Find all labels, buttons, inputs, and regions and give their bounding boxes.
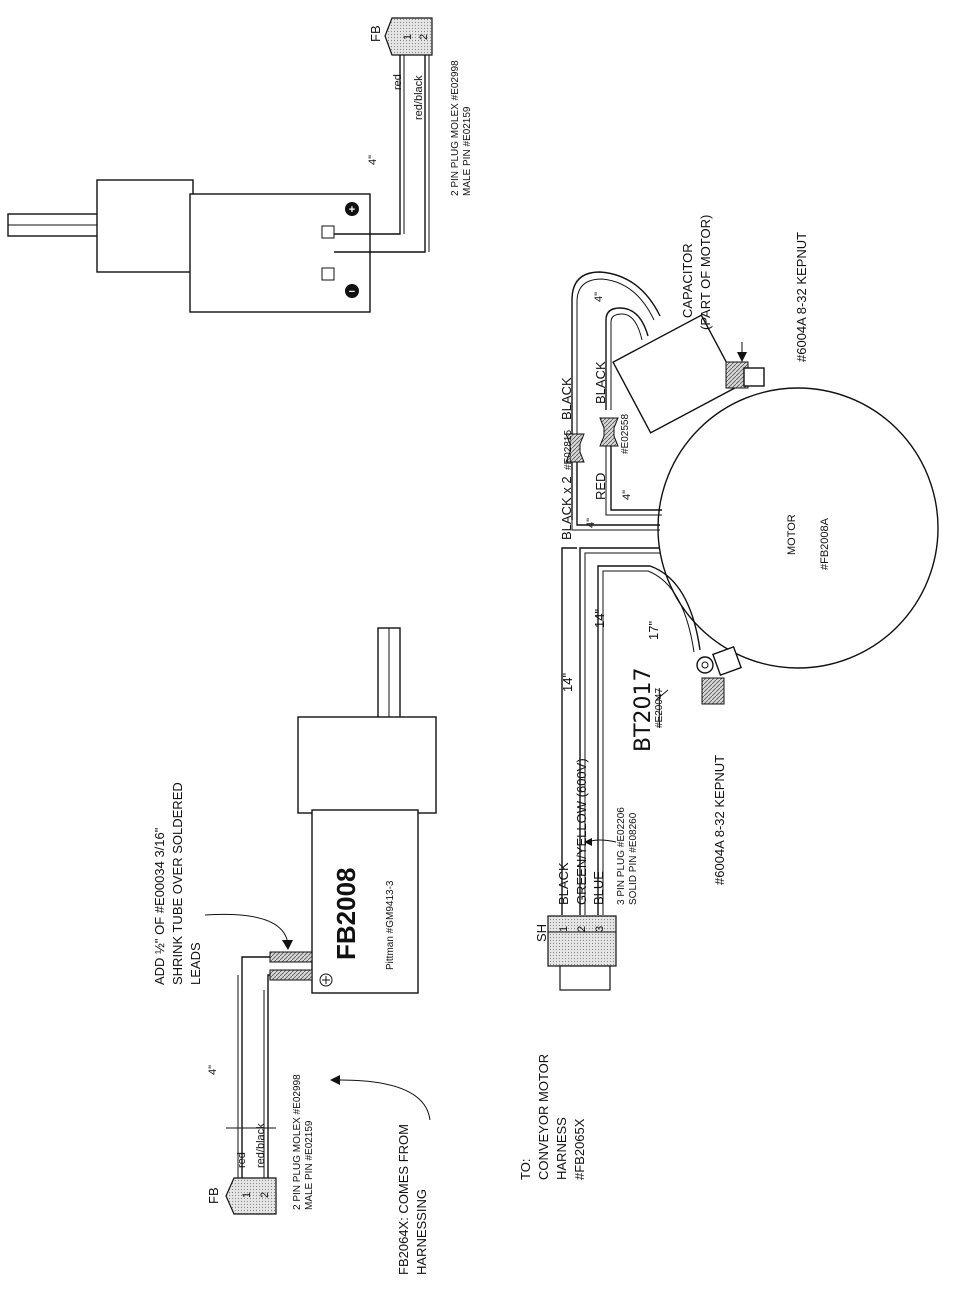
motor-part: #FB2008A (819, 517, 831, 570)
length-4-b: 4" (621, 490, 633, 500)
top-pin-1: 1 (402, 34, 414, 40)
fb2008-length: 4" (207, 1065, 219, 1075)
fb2008-pin-1: 1 (241, 1192, 253, 1198)
shrink-tube (269, 969, 313, 981)
capacitor (612, 314, 740, 434)
top-fb-connector (384, 17, 433, 56)
top-motor-tab (321, 267, 335, 281)
fb2008-wire-red (241, 956, 270, 1190)
top-wire-red-black (334, 55, 426, 253)
wire-label-blue: BLUE (591, 871, 606, 905)
kepnut-bottom (701, 677, 725, 705)
to-destination: CONVEYOR MOTOR (536, 1054, 551, 1180)
minus-terminal-icon (345, 284, 359, 298)
wire-black-motor (576, 462, 660, 526)
shrink-pointer-arrow (204, 913, 289, 946)
ring-terminal (696, 656, 714, 674)
to-harness: HARNESS (554, 1117, 569, 1180)
top-pin-2: 2 (418, 34, 430, 40)
handwritten-part: BT2017 (631, 667, 656, 752)
svg-text:+: + (349, 204, 355, 216)
motor-label: MOTOR (786, 514, 798, 555)
motor-circle (657, 387, 939, 669)
wire-black-capacitor (605, 307, 649, 410)
length-14-b: 14" (592, 609, 607, 628)
conveyor-motor-assembly: MOTOR #FB2008A CAPACITOR (PART OF MOTOR)… (518, 215, 939, 1180)
top-length: 4" (367, 155, 379, 165)
kepnut-bottom-label: #6004A 8-32 KEPNUT (712, 755, 727, 885)
wire-blue (597, 565, 701, 915)
shrink-note-3: LEADS (188, 942, 203, 985)
plug-pointer-arrow (587, 839, 617, 843)
sh-pin-2: 2 (576, 926, 588, 932)
fb2008-plug-note: 2 PIN PLUG MOLEX #E02998 (292, 1074, 303, 1210)
to-part: #FB2065X (572, 1118, 587, 1180)
top-wire-label-red-black: red/black (413, 75, 425, 120)
top-connector-label: FB (368, 25, 383, 42)
plus-terminal-icon (345, 202, 359, 216)
struck-part: #E20047 (654, 688, 665, 728)
e02815-label: #E02815 (563, 430, 574, 470)
top-wire-red (334, 55, 401, 235)
wire-label-green: GREEN/YELLOW (600V) (574, 758, 589, 905)
capacitor-note: (PART OF MOTOR) (698, 215, 713, 330)
plus-terminal-icon (319, 973, 333, 987)
top-pin-note: MALE PIN #E02159 (462, 106, 473, 196)
length-4-c: 4" (585, 518, 597, 528)
sh-label: SH (534, 924, 549, 942)
fb2008-fb-connector (225, 1177, 277, 1215)
black-x2-label: BLACK x 2 (559, 476, 574, 540)
kepnut-top-label: #6004A 8-32 KEPNUT (794, 232, 809, 362)
length-17: 17" (646, 621, 661, 640)
to-label: TO: (518, 1159, 533, 1180)
top-motor-assembly: + − FB 1 2 red red/black 4" 2 PIN PLUG M… (7, 17, 473, 313)
wire-black-loop (571, 271, 661, 520)
wire-black-sh (561, 547, 577, 915)
wire-green-yellow (579, 547, 660, 915)
fb2008-wire-label-red: red (236, 1152, 248, 1168)
svg-text:−: − (349, 286, 355, 298)
sh-pin-note: SOLID PIN #E08260 (628, 812, 639, 905)
fb2008-subtitle: Pittman #GM9413-3 (385, 880, 396, 970)
sh-connector (547, 915, 617, 967)
shrink-note-1: ADD ½" OF #E00034 3/16" (152, 827, 167, 985)
black-label-a: BLACK (559, 377, 574, 420)
shrink-tube (269, 951, 313, 963)
fb2008-pin-2: 2 (259, 1192, 271, 1198)
top-wire-label-red: red (392, 74, 404, 90)
fb2008-body (311, 809, 419, 994)
length-14-a: 14" (560, 673, 575, 692)
top-motor-body (189, 193, 371, 313)
sh-pin-3: 3 (594, 926, 606, 932)
top-motor-tab (321, 225, 335, 239)
wire-label-black: BLACK (556, 862, 571, 905)
wire-red-motor (610, 446, 662, 511)
fb2008-title: FB2008 (331, 868, 361, 961)
length-4-a: 4" (593, 292, 605, 302)
harness-arrow (339, 1079, 431, 1121)
fb2008-pin-note: MALE PIN #E02159 (304, 1120, 315, 1210)
harness-note-2: HARNESSING (414, 1189, 429, 1275)
splice-e02558 (599, 417, 619, 447)
black-label-b: BLACK (593, 361, 608, 404)
sh-pin-1: 1 (558, 926, 570, 932)
shrink-note-2: SHRINK TUBE OVER SOLDERED (170, 782, 185, 985)
harness-note-1: FB2064X: COMES FROM (396, 1124, 411, 1275)
red-label: RED (593, 473, 608, 500)
splice-e02815 (565, 433, 585, 463)
e02558-label: #E02558 (620, 414, 631, 454)
fb2008-wire-red-black (267, 974, 270, 1190)
fb2008-gearbox (297, 716, 437, 814)
fb2008-wire-label-red-black: red/black (255, 1123, 267, 1168)
sh-plug-note: 3 PIN PLUG #E02206 (616, 807, 627, 905)
top-plug-note: 2 PIN PLUG MOLEX #E02998 (450, 60, 461, 196)
fb2008-motor-assembly: FB2008 Pittman #GM9413-3 ADD ½" OF #E000… (152, 627, 437, 1275)
top-motor-gearbox (96, 179, 194, 273)
fb2008-connector-label: FB (206, 1187, 221, 1204)
capacitor-label: CAPACITOR (680, 243, 695, 318)
